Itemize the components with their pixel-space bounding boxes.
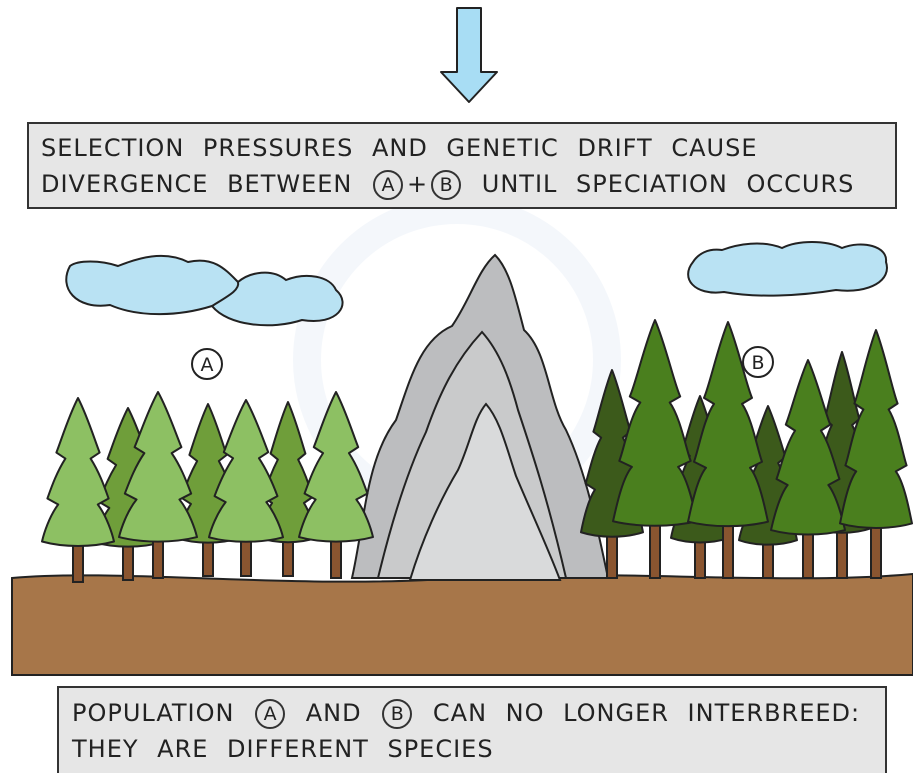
population-b-trees — [580, 319, 913, 580]
population-b-letter: B — [751, 352, 764, 374]
cloud-left-inner-line — [211, 281, 240, 307]
pine-tree — [298, 391, 374, 580]
population-a-label: A — [191, 348, 223, 380]
pine-tree — [41, 397, 115, 584]
ground — [11, 572, 913, 676]
divergence-caption: SELECTION PRESSURES AND GENETIC DRIFT CA… — [27, 122, 897, 209]
speciation-caption-and: AND — [305, 699, 362, 727]
plus-sign: + — [407, 170, 428, 198]
pine-tree — [612, 319, 698, 579]
divergence-caption-text-end: UNTIL SPECIATION OCCURS — [481, 170, 855, 198]
pine-tree — [118, 391, 198, 580]
speciation-caption-line1: POPULATION A AND B CAN NO LONGER INTERBR… — [72, 695, 885, 731]
speciation-caption-population: POPULATION — [72, 699, 235, 727]
divergence-caption-line2: DIVERGENCE BETWEEN A+B UNTIL SPECIATION … — [41, 166, 895, 202]
cloud-left — [65, 254, 344, 327]
divergence-caption-text-start: DIVERGENCE BETWEEN — [41, 170, 353, 198]
pine-tree — [770, 359, 846, 579]
population-a-letter: A — [201, 354, 214, 376]
marker-a-circle: A — [255, 699, 286, 729]
population-b-label: B — [742, 346, 774, 378]
cloud-right — [687, 241, 888, 297]
marker-b-circle: B — [431, 170, 462, 200]
population-a-trees — [41, 391, 374, 584]
divergence-caption-line1: SELECTION PRESSURES AND GENETIC DRIFT CA… — [41, 134, 758, 162]
speciation-caption-line2: THEY ARE DIFFERENT SPECIES — [72, 735, 494, 763]
marker-a-circle: A — [373, 170, 404, 200]
pine-tree — [839, 329, 913, 580]
mountain-core — [408, 402, 562, 581]
pine-tree — [208, 399, 284, 577]
pine-tree — [687, 321, 769, 579]
pine-tree — [258, 401, 318, 578]
marker-b-circle: B — [382, 699, 413, 729]
speciation-caption-interbreed: CAN NO LONGER INTERBREED: — [432, 699, 861, 727]
down-arrow-icon — [440, 7, 498, 103]
speciation-caption: POPULATION A AND B CAN NO LONGER INTERBR… — [57, 686, 887, 773]
